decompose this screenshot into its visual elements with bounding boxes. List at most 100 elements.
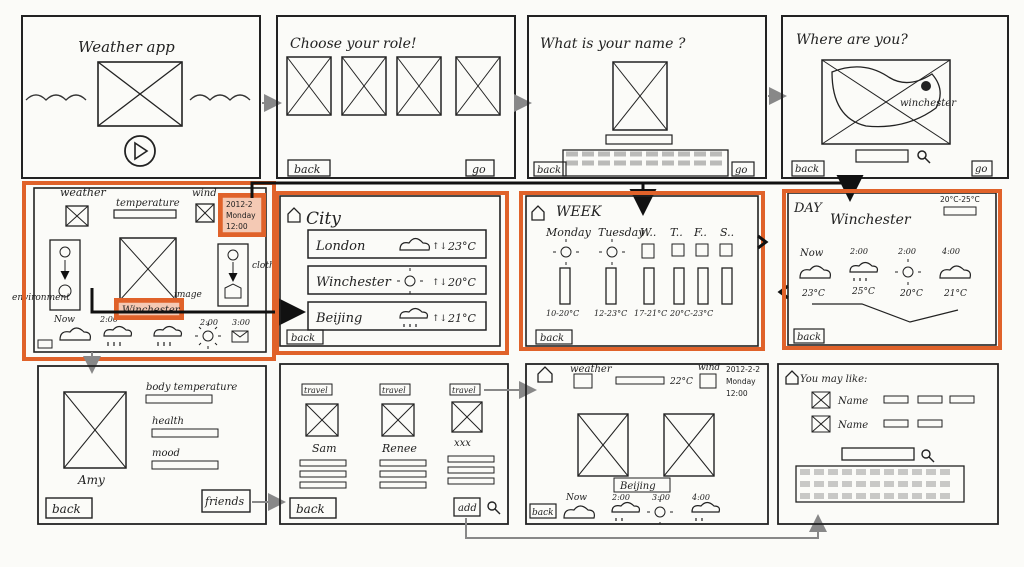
back-button[interactable]: back [529,503,557,519]
role-option-1[interactable] [286,56,332,116]
flow-arrow [757,234,769,250]
home-icon[interactable] [785,370,799,385]
recommend-item[interactable]: Name [811,415,943,433]
svg-text:go: go [735,165,747,176]
back-button[interactable]: back [287,159,331,177]
clothes-panel[interactable]: cloth [217,243,275,307]
screen-home: Weather app [21,15,261,179]
role-title: Choose your role! [290,36,417,52]
svg-text:2:00: 2:00 [849,247,868,256]
screen-where: Where are you? winchester back go [781,15,1009,179]
cloud-icon [563,505,595,519]
friends-button[interactable]: friends [201,489,251,513]
highlight-box [218,193,266,237]
go-button[interactable]: go [465,159,495,177]
search-icon[interactable] [921,449,935,463]
home-icon[interactable] [537,366,553,383]
flow-arrow [465,514,827,539]
rain-icon [399,307,429,327]
search-input[interactable] [841,447,915,461]
day-label: Monday [545,226,592,239]
search-icon[interactable] [917,150,931,164]
keyboard[interactable] [795,465,965,503]
name-avatar-placeholder [612,61,668,131]
svg-text:2:00: 2:00 [199,318,218,327]
sun-icon [195,323,221,349]
place-label-box[interactable]: Beijing [613,477,671,493]
back-button[interactable]: back [289,497,337,519]
highlight-box [519,191,765,351]
back-button[interactable]: back [45,497,93,519]
weather-icon-placeholder [695,243,709,257]
svg-text:Monday: Monday [726,377,756,386]
svg-text:17-21°C: 17-21°C [634,309,667,318]
highlight-box [275,191,509,355]
svg-text:4:00: 4:00 [941,247,960,256]
go-button[interactable]: go [731,161,755,177]
back-button[interactable]: back [286,329,324,345]
friend-card[interactable]: travel xxx [447,383,495,485]
city-row[interactable]: Winchester ↑↓ 20°C [307,265,487,295]
location-search-input[interactable] [855,149,909,163]
friend-card[interactable]: travel Sam [299,383,347,489]
wind-icon-placeholder [699,373,717,389]
profile-name: Amy [77,473,105,487]
date-time-box: 2012-2 Monday 12:00 [221,196,263,234]
week-title: WEEK [556,204,603,220]
city-row[interactable]: London ↑↓ 23°C [307,229,487,259]
name-input[interactable] [605,134,673,145]
search-icon[interactable] [487,501,501,515]
day-title: DAY [793,201,823,216]
svg-text:Now: Now [799,248,824,259]
screen-friends: travel Sam travel Renee travel xxx back … [279,363,509,525]
envelope-icon [231,330,249,343]
add-button[interactable]: add [453,497,481,517]
play-button-icon[interactable] [124,135,156,167]
svg-text:20°C: 20°C [447,276,476,289]
role-option-2[interactable] [341,56,387,116]
weather-icon-placeholder [671,243,685,257]
clouds-line [25,94,251,101]
home-icon[interactable] [531,205,545,221]
weather-icon-placeholder [719,243,733,257]
back-button[interactable]: back [533,161,567,177]
keyboard[interactable] [562,149,729,177]
highlight-box [782,189,1002,350]
svg-text:environment: environment [12,293,70,303]
mood-bar [151,460,219,470]
svg-text:body temperature: body temperature [146,382,237,393]
highlight-box [22,181,276,361]
svg-text:2:00: 2:00 [611,493,630,502]
back-button[interactable]: back [535,329,573,345]
home-icon[interactable] [287,207,301,223]
back-button[interactable]: back [791,160,825,177]
svg-text:Beijing: Beijing [619,481,656,492]
recommend-item[interactable]: Name [811,391,975,409]
wind-icon-placeholder [195,203,215,223]
place-label-box[interactable]: Winchester [117,301,181,317]
svg-text:↑↓: ↑↓ [432,242,447,252]
svg-text:3:00: 3:00 [652,493,670,502]
cloud-icon [799,265,831,279]
svg-text:go: go [975,164,987,175]
weather-icon-placeholder [65,205,89,227]
screen-day: DAY Winchester 20°C-25°C Now 2:00 2:00 4… [787,192,997,346]
city-row[interactable]: Beijing ↑↓ 21°C [307,301,487,331]
go-button[interactable]: go [971,160,993,177]
friend-card[interactable]: travel Renee [379,383,427,489]
svg-text:weather: weather [570,364,613,375]
back-button[interactable]: back [793,328,825,344]
body-temp-bar [145,394,213,404]
rain-icon [691,501,721,521]
city-title: City [306,209,341,229]
screen-weather-main: weather temperature wind 2012-2 Monday 1… [12,186,275,353]
role-option-4[interactable] [455,56,501,116]
environment-panel[interactable]: environment [12,239,81,311]
back-button[interactable] [37,339,53,349]
day-label: S.. [720,226,734,239]
role-option-3[interactable] [396,56,442,116]
svg-text:2:00: 2:00 [897,247,916,256]
screen-city-detail: weather 22°C wind 2012-2-2 Monday 12:00 … [525,363,769,525]
svg-text:2:00: 2:00 [99,315,118,324]
